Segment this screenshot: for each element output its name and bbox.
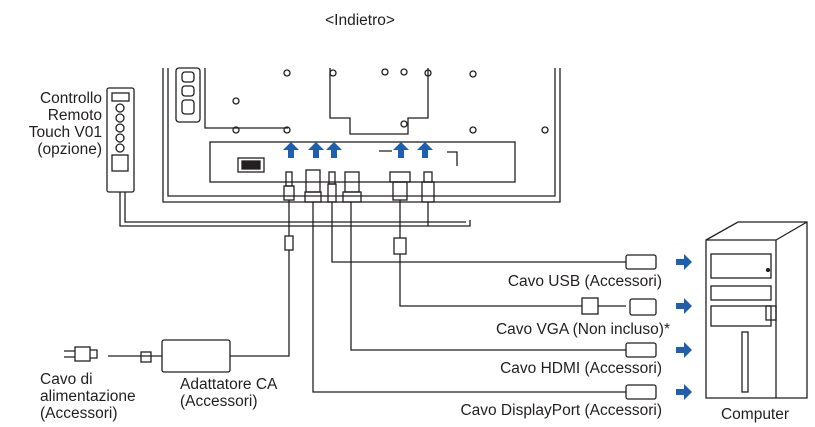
arrow-right-2: [676, 342, 692, 358]
vga-cable-label: Cavo VGA (Non incluso)*: [495, 321, 670, 338]
arrow-up-2: [326, 142, 342, 158]
arrows: [283, 142, 692, 400]
arrow-right-3: [676, 384, 692, 400]
usb-cable-label: Cavo USB (Accessori): [507, 273, 662, 290]
arrow-up-0: [283, 142, 299, 158]
remote-control-device: [106, 87, 471, 227]
displayport-cable-label: Cavo DisplayPort (Accessori): [460, 402, 662, 419]
power-plug: [64, 346, 152, 363]
cable-plugs: [283, 169, 435, 203]
ac-adapter-label: Adattatore CA (Accessori): [180, 376, 278, 410]
computer-tower: [705, 221, 808, 399]
arrow-right-0: [676, 254, 692, 270]
remote-label: Controllo Remoto Touch V01 (opzione): [28, 90, 102, 158]
hdmi-cable-label: Cavo HDMI (Accessori): [500, 360, 662, 377]
arrow-up-3: [393, 142, 409, 158]
arrow-up-1: [308, 142, 324, 158]
computer-label: Computer: [720, 406, 790, 423]
pc-side-plugs: [625, 254, 657, 400]
power-cord-label: Cavo di alimentazione (Accessori): [40, 371, 136, 422]
arrow-up-4: [417, 142, 433, 158]
ac-adapter: [161, 339, 231, 373]
title-label: <Indietro>: [325, 12, 395, 29]
arrow-right-1: [676, 298, 692, 314]
monitor-rear-panel: [162, 67, 561, 203]
cables: [108, 200, 626, 393]
